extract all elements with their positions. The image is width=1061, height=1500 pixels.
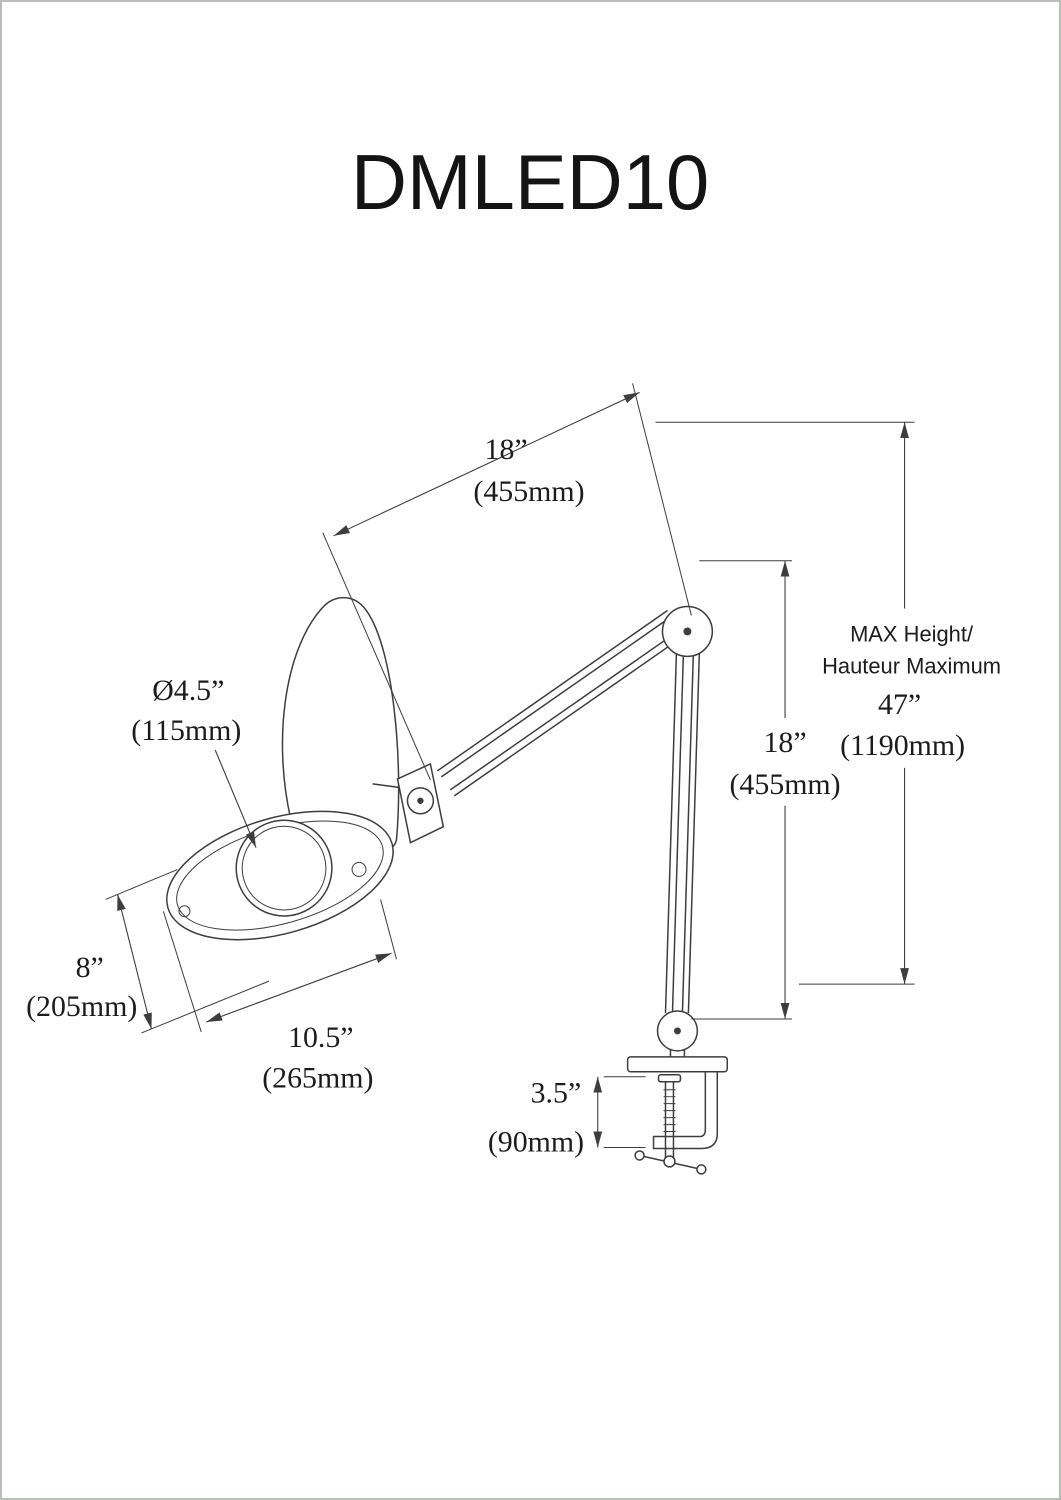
arm-head-bracket xyxy=(396,762,445,844)
magnifier-head xyxy=(166,810,394,941)
lamp-drawing xyxy=(166,596,729,1175)
dim-lens-inches: Ø4.5” xyxy=(152,674,224,707)
dim-clamp-capacity: 3.5” (90mm) xyxy=(488,1076,646,1158)
dim-upper-arm-metric: (455mm) xyxy=(473,475,584,508)
lower-arm xyxy=(664,652,701,1014)
lamp-shade xyxy=(281,596,400,851)
dim-max-height: MAX Height/ Hauteur Maximum 47” (1190mm) xyxy=(655,421,1001,985)
dim-head-width-metric: (205mm) xyxy=(26,990,137,1023)
page-title: DMLED10 xyxy=(351,140,709,226)
dim-max-height-inches: 47” xyxy=(878,688,921,721)
clamp-screw-pad xyxy=(657,1074,682,1083)
dim-max-height-label-fr: Hauteur Maximum xyxy=(822,653,1001,678)
head-notch xyxy=(178,905,191,918)
dim-clamp-inches: 3.5” xyxy=(531,1077,582,1110)
dim-upper-arm-inches: 18” xyxy=(485,433,528,466)
dim-head-width-inches: 8” xyxy=(76,951,104,984)
dim-head-width: 8” (205mm) xyxy=(26,869,270,1034)
dim-head-depth-metric: (265mm) xyxy=(262,1062,373,1095)
dim-head-depth: 10.5” (265mm) xyxy=(162,899,397,1095)
dim-lower-arm-metric: (455mm) xyxy=(729,768,840,801)
dim-lens-metric: (115mm) xyxy=(131,714,241,747)
dim-head-depth-inches: 10.5” xyxy=(288,1021,354,1054)
dim-lower-arm-inches: 18” xyxy=(763,726,806,759)
clamp-top-plate xyxy=(626,1056,729,1073)
upper-elbow-joint xyxy=(661,605,714,658)
dim-upper-arm: 18” (455mm) xyxy=(322,383,692,781)
dim-lower-arm: 18” (455mm) xyxy=(691,560,841,1020)
head-screw-hole xyxy=(351,861,367,877)
clamp-screw xyxy=(634,1081,707,1175)
dim-clamp-metric: (90mm) xyxy=(488,1125,584,1158)
magnifier-lens xyxy=(235,819,333,917)
dim-lens-diameter: Ø4.5” (115mm) xyxy=(131,674,257,848)
dimension-annotations: 18” (455mm) Ø4.5” (115mm) 18” (455mm) xyxy=(26,383,1001,1158)
upper-arm xyxy=(436,609,685,797)
clamp-body xyxy=(652,1071,719,1150)
desk-clamp xyxy=(626,1048,729,1175)
shade-hinge-link xyxy=(372,783,403,789)
lower-pivot-joint xyxy=(656,1010,699,1052)
dim-max-height-metric: (1190mm) xyxy=(840,729,965,762)
dim-max-height-label-en: MAX Height/ xyxy=(850,621,974,646)
